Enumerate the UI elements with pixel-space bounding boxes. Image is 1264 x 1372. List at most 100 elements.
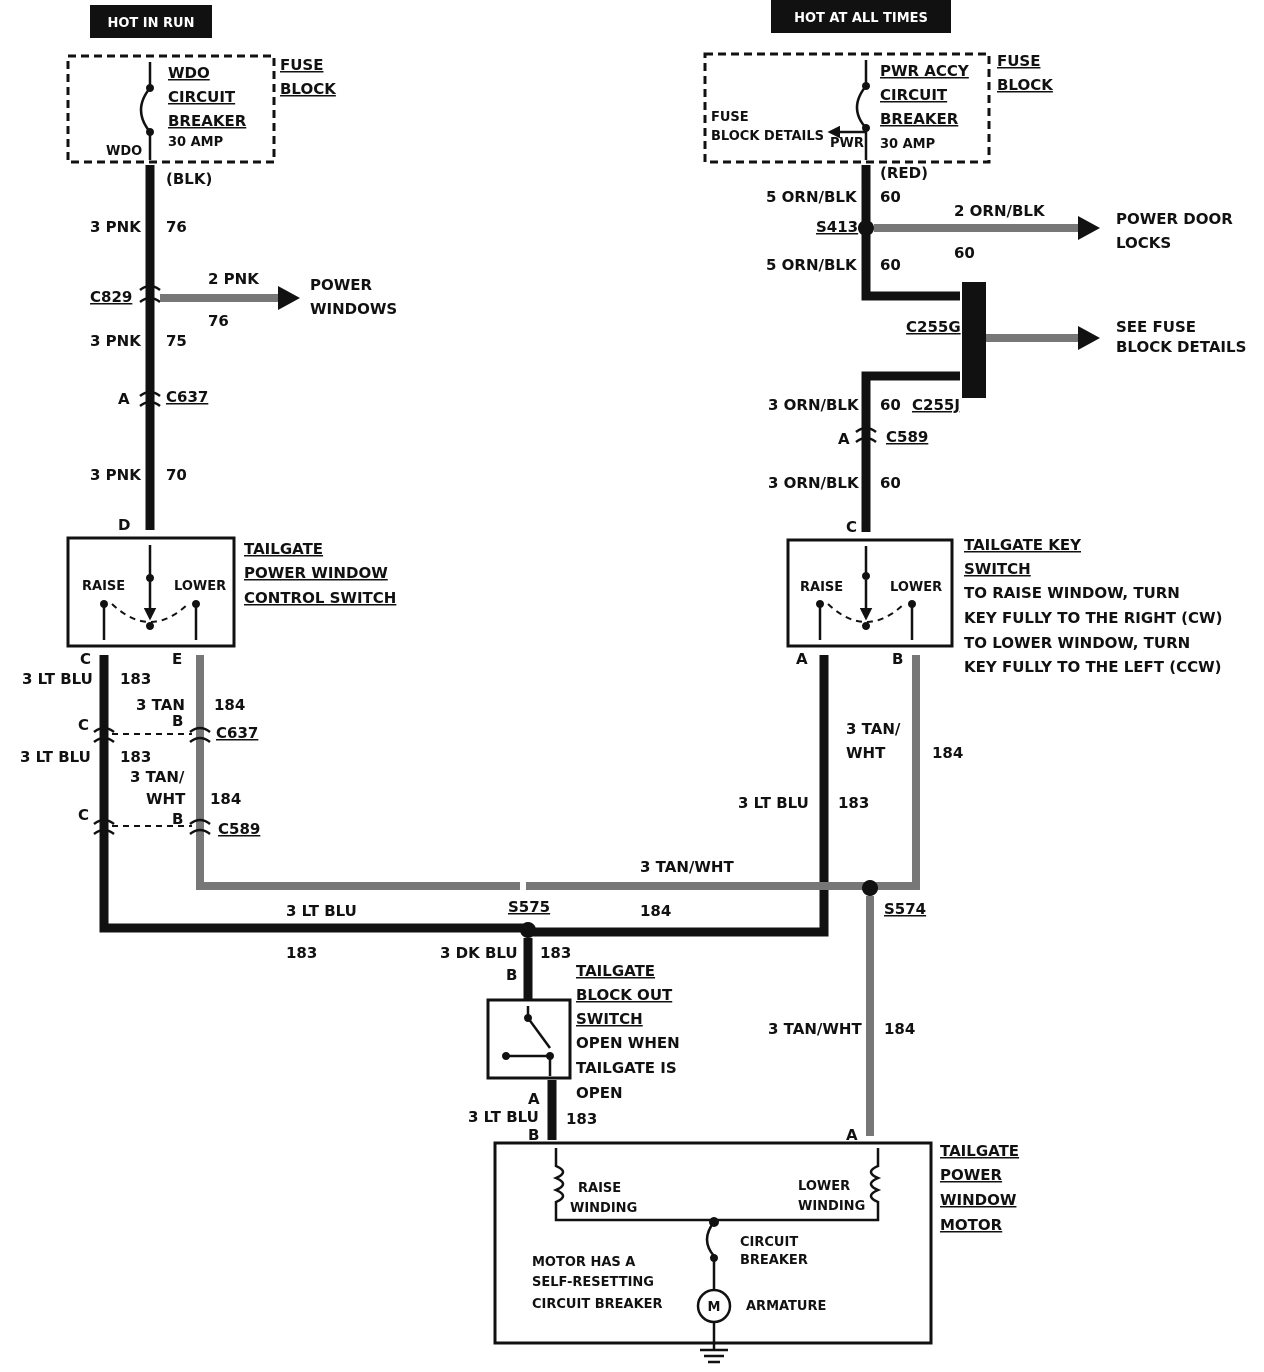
pdl-dest-line1: POWER DOOR <box>1116 210 1233 228</box>
connector-c589-right-label: C589 <box>886 428 928 446</box>
terminal-left: WDO <box>106 144 142 159</box>
center-lb-num1: 184 <box>640 902 671 920</box>
fuse-details-line2: BLOCK DETAILS <box>711 129 824 144</box>
header-hot-in-run: HOT IN RUN <box>90 5 212 38</box>
blockout-title2: BLOCK OUT <box>576 986 673 1004</box>
left-switch-title1: TAILGATE <box>244 540 323 558</box>
wire-lt-blu-right <box>532 655 829 937</box>
c637-lower-pin-b: B <box>172 712 183 730</box>
motor-pin-a: A <box>846 1126 858 1144</box>
motor-title2: POWER <box>940 1166 1003 1184</box>
fuse-block-right-title2: BLOCK <box>997 76 1054 94</box>
connector-c637-top-icon <box>139 390 161 408</box>
center-lb2-color: 3 LT BLU <box>468 1108 539 1126</box>
connector-c255g-label: C255G <box>906 318 961 336</box>
left-tw-line1: 3 TAN/ <box>130 768 185 786</box>
wire-lt-blu-left <box>99 655 528 933</box>
right-w2-num: 60 <box>880 256 901 274</box>
pw-color: 2 PNK <box>208 270 260 288</box>
connector-c255-block-icon <box>962 282 986 398</box>
center-tw2-num: 184 <box>884 1020 915 1038</box>
motor-title1: TAILGATE <box>940 1142 1019 1160</box>
motor-lower-line2: WINDING <box>798 1199 865 1214</box>
splice-s413-icon <box>858 220 874 236</box>
blockout-title3: SWITCH <box>576 1010 643 1028</box>
connector-c589-left-label: C589 <box>218 820 260 838</box>
left-tan1-color: 3 TAN <box>136 696 185 714</box>
breaker-left-line3: BREAKER <box>168 112 247 130</box>
breaker-left-amp: 30 AMP <box>168 135 223 150</box>
right-w4-num: 60 <box>880 474 901 492</box>
splice-s413-label: S413 <box>816 218 858 236</box>
breaker-right-line3: BREAKER <box>880 110 959 128</box>
connector-c829-icon <box>139 284 161 304</box>
arrow-power-windows-icon <box>278 286 300 310</box>
tailgate-power-window-motor: M RAISE WINDING LOWER WINDING CIRCUIT BR… <box>493 1141 1019 1364</box>
left-switch-lower: LOWER <box>174 579 226 594</box>
tailgate-power-window-control-switch: RAISE LOWER TAILGATE POWER WINDOW CONTRO… <box>66 536 396 668</box>
right-feed-circuit: 5 ORN/BLK 60 S413 2 ORN/BLK 60 POWER DOO… <box>766 165 1246 536</box>
left-switch-pin-e: E <box>172 650 182 668</box>
left-lower-wires: 3 LT BLU 183 3 TAN 184 C B C637 3 LT BLU… <box>20 655 528 933</box>
breaker-right-amp: 30 AMP <box>880 137 935 152</box>
sfb-line2: BLOCK DETAILS <box>1116 338 1246 356</box>
c589-right-pin: A <box>838 430 850 448</box>
center-circuit: 3 TAN/WHT S575 3 LT BLU 184 183 S574 3 D… <box>286 858 926 1144</box>
fuse-block-left: WDO CIRCUIT BREAKER 30 AMP WDO FUSE BLOC… <box>66 54 337 188</box>
c589-left-pin-b: B <box>172 810 183 828</box>
blockout-title1: TAILGATE <box>576 962 655 980</box>
pdl-dest-line2: LOCKS <box>1116 234 1171 252</box>
c589-left-pin-c: C <box>78 806 89 824</box>
left-tan1-num: 184 <box>214 696 245 714</box>
breaker-left-line1: WDO <box>168 64 210 82</box>
right-w3-color: 3 ORN/BLK <box>768 396 860 414</box>
right-switch-note4: KEY FULLY TO THE LEFT (CCW) <box>964 658 1221 676</box>
motor-cb-line1: CIRCUIT <box>740 1235 798 1250</box>
left-w1-color: 3 PNK <box>90 218 142 236</box>
motor-note2: SELF-RESETTING <box>532 1275 654 1290</box>
right-lb-num: 183 <box>838 794 869 812</box>
right-w1-num: 60 <box>880 188 901 206</box>
pw-num: 76 <box>208 312 229 330</box>
right-switch-box <box>786 538 954 648</box>
connector-c829-label: C829 <box>90 288 132 306</box>
connector-dashed-links <box>112 733 192 827</box>
arrow-power-door-locks-icon <box>1078 216 1100 240</box>
connector-c589-right-icon <box>855 426 877 444</box>
right-switch-pin-c: C <box>846 518 857 536</box>
pw-dest-line1: POWER <box>310 276 373 294</box>
right-switch-note1: TO RAISE WINDOW, TURN <box>964 584 1180 602</box>
right-switch-outputs-icon <box>818 604 914 640</box>
right-w1-color: 5 ORN/BLK <box>766 188 858 206</box>
right-switch-title2: SWITCH <box>964 560 1031 578</box>
splice-s574-icon <box>862 880 878 896</box>
left-w2-num: 75 <box>166 332 187 350</box>
fuse-block-right-outline <box>703 52 991 164</box>
motor-note3: CIRCUIT BREAKER <box>532 1297 663 1312</box>
left-switch-title2: POWER WINDOW <box>244 564 388 582</box>
fuse-details-line1: FUSE <box>711 110 749 125</box>
right-switch-raise: RAISE <box>800 580 843 595</box>
connector-c637-lower-icon <box>93 726 211 744</box>
left-w3-color: 3 PNK <box>90 466 142 484</box>
header-hot-at-all-times-label: HOT AT ALL TIMES <box>794 11 928 26</box>
blockout-pin-b: B <box>506 966 517 984</box>
circuit-breaker-right-icon <box>855 60 868 160</box>
left-w3-num: 70 <box>166 466 187 484</box>
left-lb1-num: 183 <box>120 670 151 688</box>
connector-c589-left-icon <box>93 818 211 836</box>
right-switch-note3: TO LOWER WINDOW, TURN <box>964 634 1190 652</box>
blockout-pin-a: A <box>528 1090 540 1108</box>
right-switch-pin-b: B <box>892 650 903 668</box>
right-tw-line1: 3 TAN/ <box>846 720 901 738</box>
left-switch-outputs-icon <box>102 604 198 640</box>
tailgate-key-switch: RAISE LOWER TAILGATE KEY SWITCH TO RAISE… <box>786 536 1222 676</box>
motor-raise-line1: RAISE <box>578 1181 621 1196</box>
wire-right-feed-top <box>861 165 960 301</box>
right-switch-title1: TAILGATE KEY <box>964 536 1082 554</box>
left-switch-title3: CONTROL SWITCH <box>244 589 396 607</box>
fuse-block-left-title1: FUSE <box>280 56 323 74</box>
center-lb-num2: 183 <box>286 944 317 962</box>
right-switch-note2: KEY FULLY TO THE RIGHT (CW) <box>964 609 1222 627</box>
fuse-right-wire-color: (RED) <box>880 164 928 182</box>
